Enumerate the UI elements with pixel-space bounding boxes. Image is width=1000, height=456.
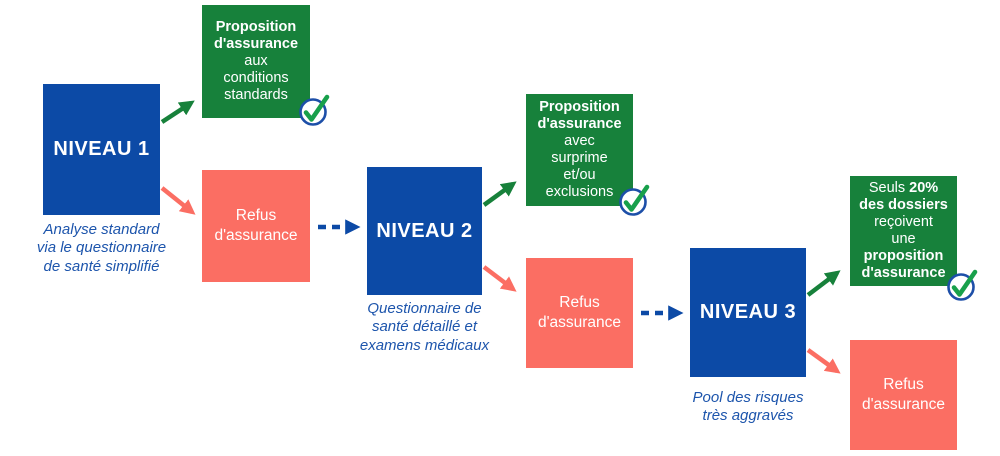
arrow-accept-niveau-1: [160, 100, 195, 124]
niveau-2-caption: Questionnaire de santé détaillé et exame…: [359, 300, 490, 354]
refuse-text: Refus d'assurance: [214, 206, 298, 244]
niveau-3-refuse-box: Refus d'assurance: [850, 340, 957, 450]
accept-text-regular: aux conditions standards: [223, 53, 289, 103]
niveau-3-caption: Pool des risques très aggravés: [692, 389, 804, 425]
accept-text-bold: Proposition d'assurance: [537, 99, 622, 133]
accept-text-bold: 20%: [909, 180, 939, 197]
niveau-1-caption: Analyse standard via le questionnaire de…: [36, 221, 167, 275]
niveau-3-box: NIVEAU 3: [690, 248, 806, 377]
accept-text-bold: Proposition d'assurance: [213, 19, 299, 53]
accept-text-regular: avec surprime et/ou exclusions: [545, 133, 614, 200]
arrow-refuse-niveau-3: [806, 348, 841, 374]
accept-text-bold: proposition d'assurance: [861, 247, 946, 281]
accept-text-regular: reçoivent une: [874, 214, 933, 247]
accept-text-bold: des dossiers: [859, 197, 948, 214]
accept-text-mixed-line: Seuls 20%: [869, 180, 938, 197]
refuse-text: Refus d'assurance: [537, 293, 622, 331]
arrow-accept-niveau-3: [806, 270, 841, 297]
niveau-1-accept-box: Proposition d'assurance aux conditions s…: [202, 5, 310, 118]
niveau-2-box: NIVEAU 2: [367, 167, 482, 295]
niveau-1-box: NIVEAU 1: [43, 84, 160, 215]
niveau-2-accept-box: Proposition d'assurance avec surprime et…: [526, 94, 633, 206]
niveau-2-refuse-box: Refus d'assurance: [526, 258, 633, 368]
arrow-refuse-niveau-1: [160, 186, 196, 215]
refuse-text: Refus d'assurance: [861, 375, 946, 413]
niveau-1-refuse-box: Refus d'assurance: [202, 170, 310, 282]
accept-text-regular: Seuls: [868, 180, 906, 197]
niveau-3-accept-box: Seuls 20% des dossiers reçoivent une pro…: [850, 176, 957, 286]
arrow-refuse-niveau-2: [482, 265, 517, 292]
arrow-accept-niveau-2: [482, 181, 517, 207]
